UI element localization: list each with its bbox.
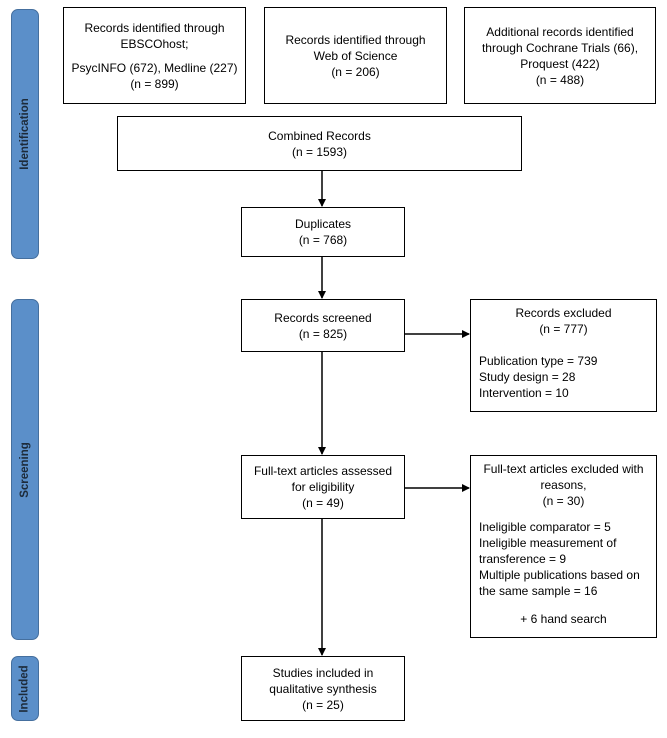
additional-line4: (n = 488) — [535, 72, 585, 87]
box-records-screened: Records screened (n = 825) — [241, 299, 405, 352]
studies-line3: (n = 25) — [302, 697, 344, 712]
ft-excluded-count: (n = 30) — [542, 494, 585, 508]
fulltext-line1: Full-text articles assessed — [253, 464, 393, 478]
additional-line1: Additional records identified — [486, 24, 634, 39]
phase-screening: Screening — [11, 299, 39, 640]
duplicates-line1: Duplicates — [294, 217, 352, 231]
box-ebscohost: Records identified through EBSCOhost; Ps… — [63, 7, 246, 104]
screened-line2: (n = 825) — [298, 326, 348, 341]
box-web-of-science: Records identified through Web of Scienc… — [264, 7, 447, 104]
excluded-reason: Publication type = 739 — [479, 354, 598, 368]
wos-line3: (n = 206) — [331, 64, 380, 79]
additional-line2: through Cochrane Trials (66), — [481, 40, 639, 55]
ft-excluded-title2: reasons, — [540, 478, 587, 492]
ebsco-line1: Records identified through — [84, 20, 225, 35]
combined-line2: (n = 1593) — [291, 144, 348, 159]
excluded-reason: Intervention = 10 — [479, 386, 569, 400]
ebsco-line3: PsycINFO (672), Medline (227) — [71, 60, 238, 75]
box-fulltext-excluded: Full-text articles excluded with reasons… — [470, 455, 657, 638]
ft-excluded-reason: Ineligible comparator = 5 — [479, 520, 611, 534]
excluded-count: (n = 777) — [539, 322, 588, 336]
ft-excluded-reason: transference = 9 — [479, 552, 567, 566]
phase-included: Included — [11, 656, 39, 721]
ft-hand-search: + 6 hand search — [520, 612, 607, 626]
box-duplicates: Duplicates (n = 768) — [241, 207, 405, 257]
studies-line1: Studies included in — [272, 665, 374, 680]
phase-identification: Identification — [11, 9, 39, 259]
wos-line2: Web of Science — [313, 48, 398, 63]
ft-excluded-title1: Full-text articles excluded with — [483, 462, 644, 476]
box-studies-included: Studies included in qualitative synthesi… — [241, 656, 405, 721]
box-records-excluded: Records excluded (n = 777) Publication t… — [470, 299, 657, 412]
box-combined-records: Combined Records (n = 1593) — [117, 116, 522, 171]
excluded-title: Records excluded — [515, 306, 612, 320]
studies-line2: qualitative synthesis — [269, 681, 377, 696]
screened-line1: Records screened — [274, 310, 372, 325]
combined-line1: Combined Records — [268, 128, 371, 143]
fulltext-line2: for eligibility — [291, 480, 355, 494]
box-additional-records: Additional records identified through Co… — [464, 7, 656, 104]
excluded-reason: Study design = 28 — [479, 370, 576, 384]
ebsco-line2: EBSCOhost; — [120, 36, 189, 51]
box-fulltext-assessed: Full-text articles assessed for eligibil… — [241, 455, 405, 519]
ft-excluded-reason: Ineligible measurement of — [479, 536, 617, 550]
ft-excluded-reason: the same sample = 16 — [479, 584, 598, 598]
duplicates-line2: (n = 768) — [298, 233, 348, 247]
wos-line1: Records identified through — [285, 32, 426, 47]
additional-line3: Proquest (422) — [520, 56, 600, 71]
ft-excluded-reason: Multiple publications based on — [479, 568, 640, 582]
fulltext-line3: (n = 49) — [302, 496, 344, 510]
ebsco-line4: (n = 899) — [130, 76, 179, 91]
